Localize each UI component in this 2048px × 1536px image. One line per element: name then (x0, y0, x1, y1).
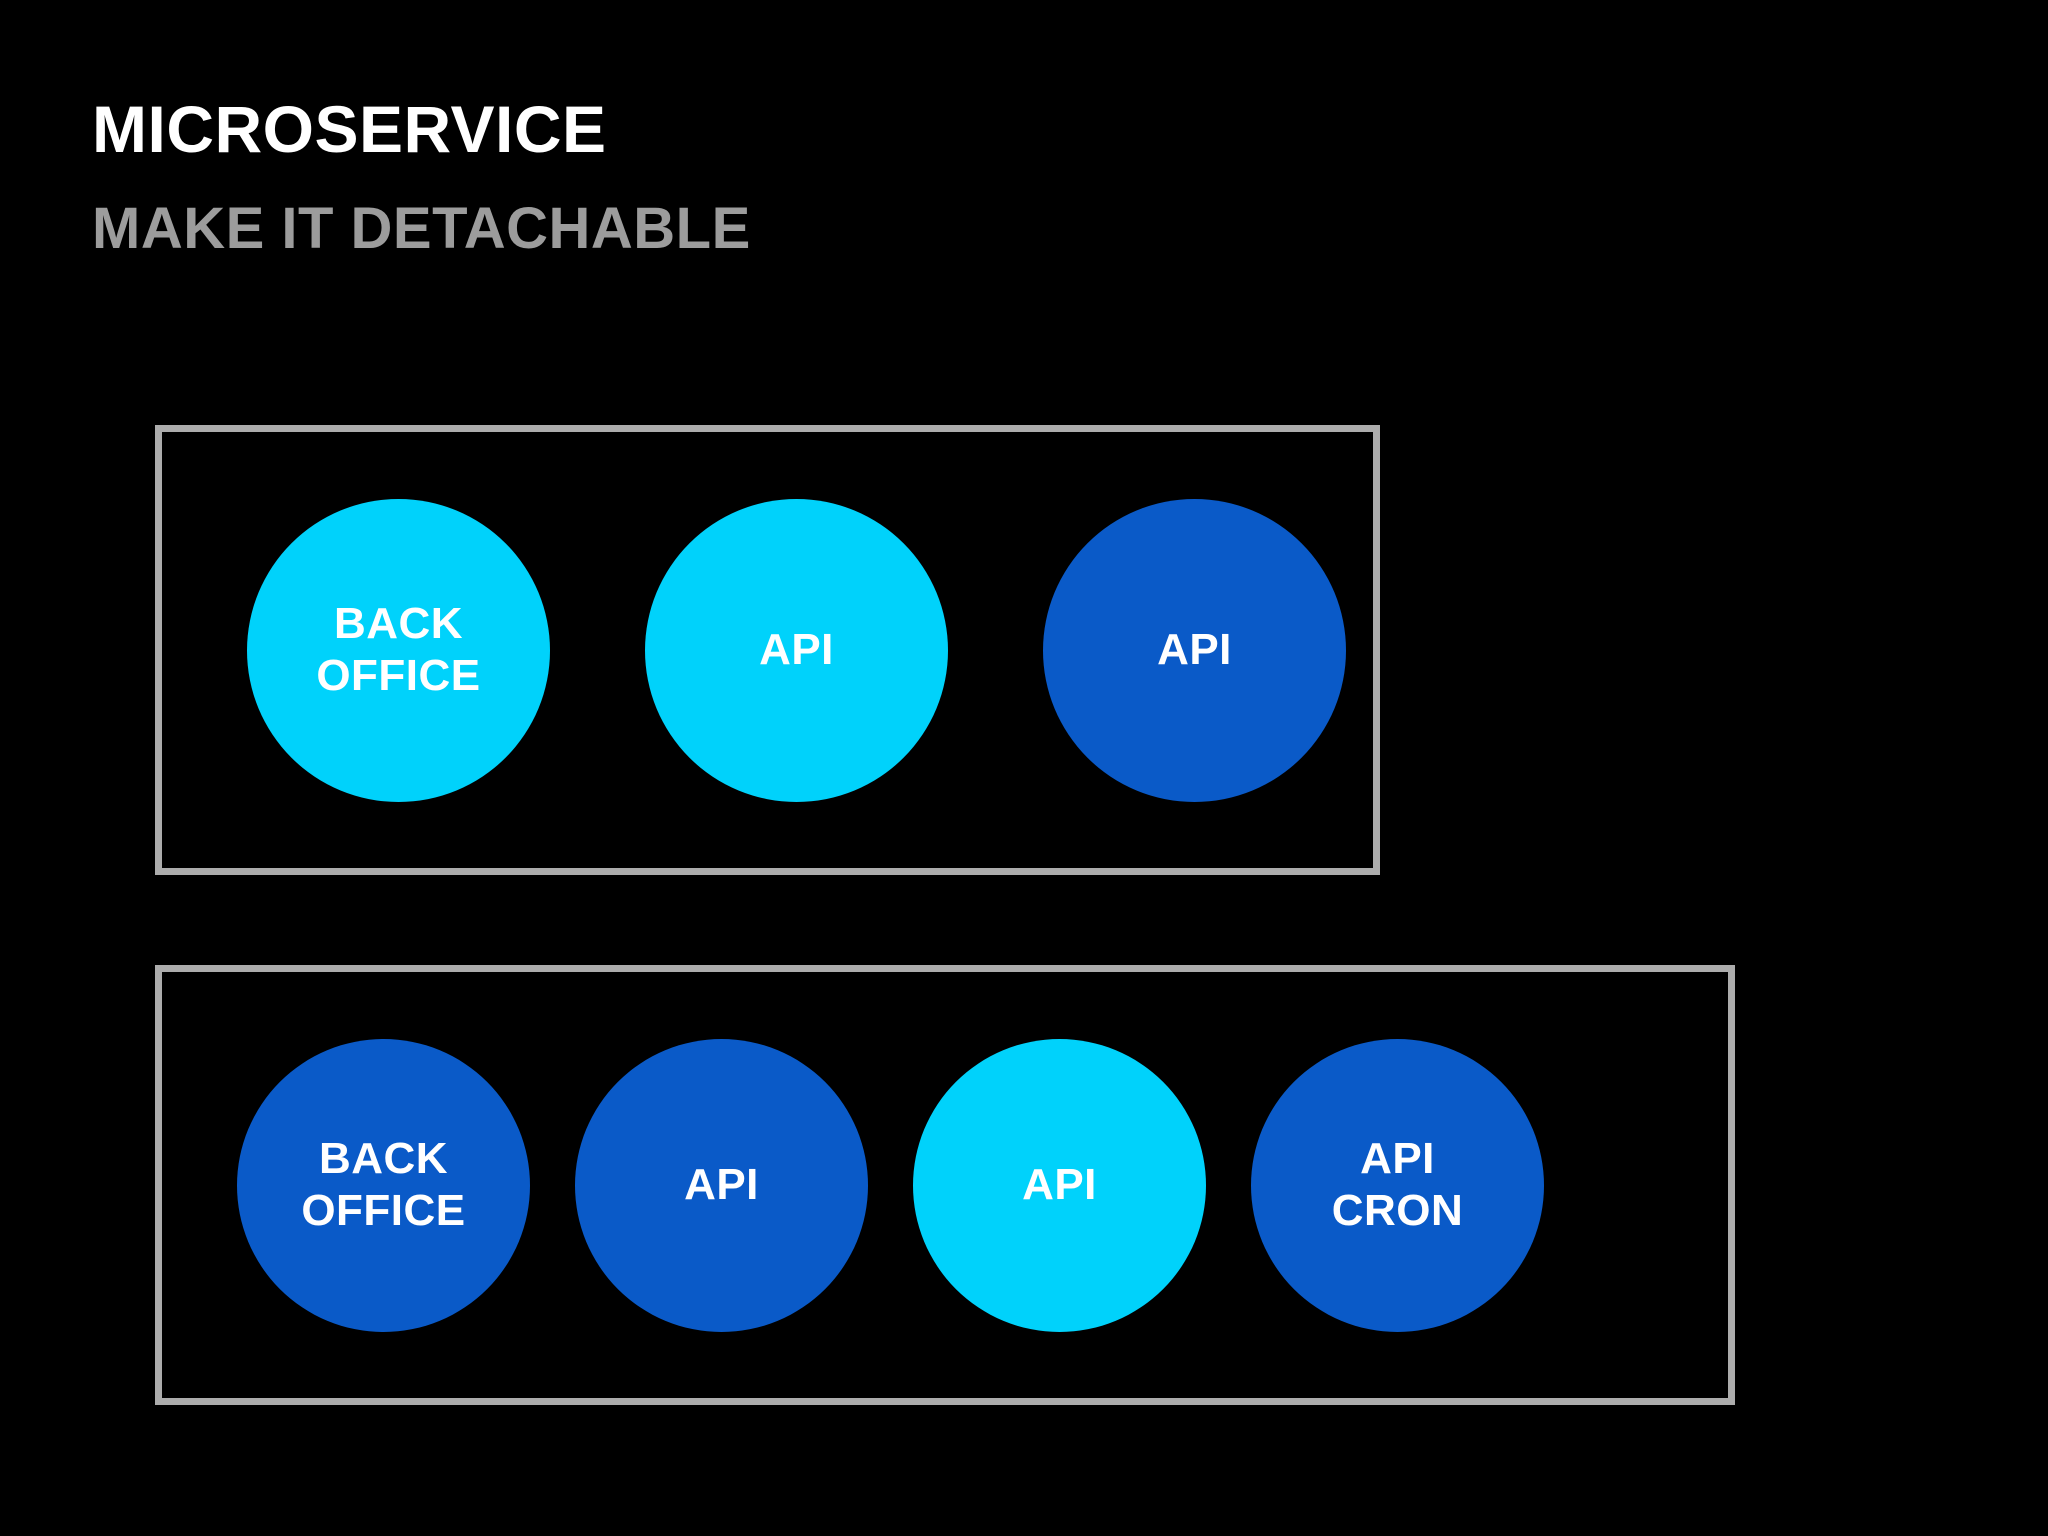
service-node-label: API (1022, 1160, 1097, 1210)
heading-block: MICROSERVICE MAKE IT DETACHABLE (92, 96, 1492, 258)
service-node-label: API (1157, 625, 1232, 675)
service-node-label: BACK OFFICE (301, 1134, 466, 1235)
service-node-back-office[interactable]: BACK OFFICE (237, 1038, 530, 1332)
service-node-label: API (684, 1160, 759, 1210)
service-node-api-1[interactable]: API (645, 498, 948, 802)
service-node-label: BACK OFFICE (316, 599, 481, 700)
service-node-api-1[interactable]: API (575, 1038, 868, 1332)
service-node-label: API (759, 625, 834, 675)
service-group-box-2: BACK OFFICE API API API CRON (155, 965, 1735, 1405)
page-subtitle: MAKE IT DETACHABLE (92, 196, 751, 261)
service-node-back-office[interactable]: BACK OFFICE (247, 498, 550, 802)
page-title: MICROSERVICE (92, 92, 607, 166)
service-node-api-2[interactable]: API (913, 1038, 1206, 1332)
service-circle-row-2: BACK OFFICE API API API CRON (237, 972, 1544, 1398)
service-node-label: API CRON (1331, 1134, 1464, 1235)
service-group-box-1: BACK OFFICE API API (155, 425, 1380, 875)
service-circle-row-1: BACK OFFICE API API (247, 432, 1346, 868)
service-node-api-cron[interactable]: API CRON (1251, 1038, 1544, 1332)
service-node-api-2[interactable]: API (1043, 498, 1346, 802)
